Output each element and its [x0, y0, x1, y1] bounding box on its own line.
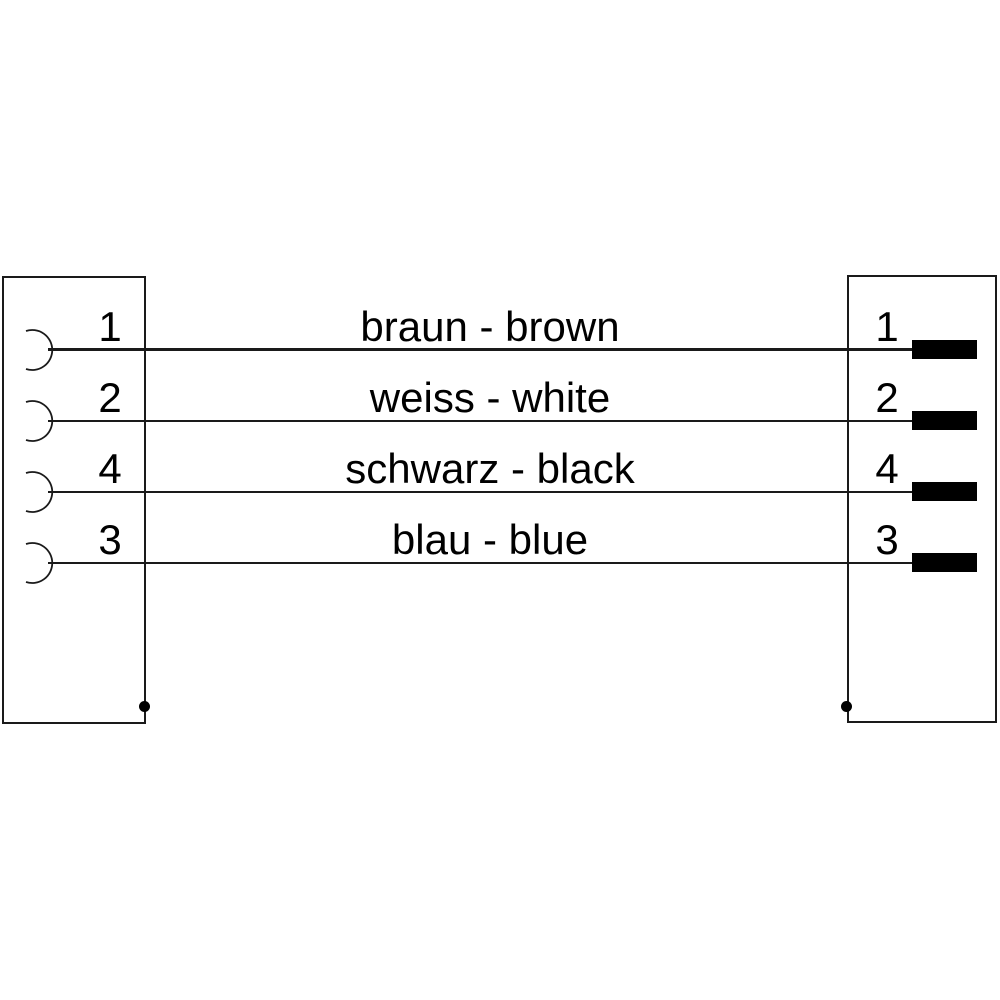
left-pin-number-1: 1	[98, 303, 122, 350]
right-pin3-contact	[912, 553, 977, 572]
wire-line-4	[48, 491, 912, 493]
right-pin-number-4: 4	[875, 445, 899, 492]
right-pin-number-3: 3	[875, 516, 899, 563]
wire-line-3	[48, 562, 912, 564]
right-pin2-contact	[912, 411, 977, 430]
right-pin1-contact	[912, 340, 977, 359]
right-pin-number-2: 2	[875, 374, 899, 421]
right-connector-dot	[841, 701, 852, 712]
wire-color-label-3: blau - blue	[391, 516, 589, 563]
left-pin-number-4: 4	[98, 445, 122, 492]
left-connector-dot	[139, 701, 150, 712]
right-pin-number-1: 1	[875, 303, 899, 350]
left-pin-number-2: 2	[98, 374, 122, 421]
wire-line-2	[48, 420, 912, 422]
wire-line-1	[48, 348, 912, 351]
wire-color-label-1: braun - brown	[360, 303, 620, 350]
wire-color-label-2: weiss - white	[369, 374, 611, 421]
right-pin4-contact	[912, 482, 977, 501]
wire-color-label-4: schwarz - black	[345, 445, 635, 492]
left-pin-number-3: 3	[98, 516, 122, 563]
